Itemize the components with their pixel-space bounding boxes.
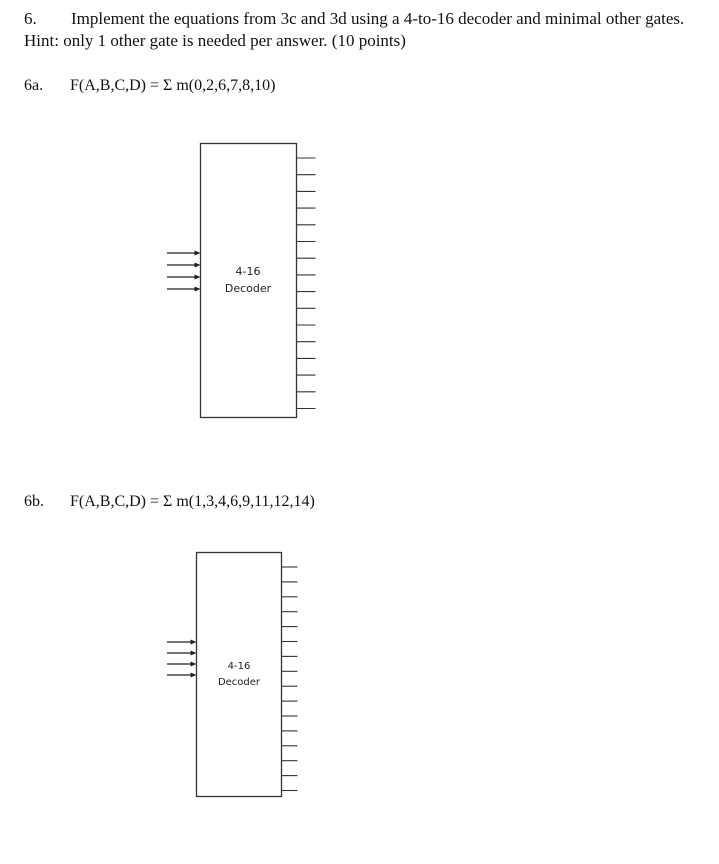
question-number: 6. [24,9,37,28]
input-arrowhead [194,262,201,268]
input-arrowhead [190,672,197,678]
input-arrowhead [194,286,201,292]
part-6a-label: 6a. F(A,B,C,D) = Σ m(0,2,6,7,8,10) [24,76,275,96]
decoder-outputs [296,157,316,410]
question-6: 6.Implement the equations from 3c and 3d… [24,8,704,52]
decoder-subtitle: Decoder [225,282,272,295]
decoder-diagram-6b: 4-16 Decoder [167,551,298,798]
decoder-diagram-6a: 4-16 Decoder [167,142,316,419]
input-arrowhead [190,650,197,656]
decoder-title: 4-16 [236,265,261,278]
input-arrowhead [194,250,201,256]
part-equation: F(A,B,C,D) = Σ m(1,3,4,6,9,11,12,14) [70,493,315,510]
decoder-title: 4-16 [228,661,251,672]
decoder-inputs [167,639,197,678]
input-arrowhead [194,274,201,280]
part-6b-label: 6b. F(A,B,C,D) = Σ m(1,3,4,6,9,11,12,14) [24,492,315,512]
decoder-outputs [281,566,298,792]
input-arrowhead [190,661,197,667]
decoder-box [199,142,298,419]
decoder-inputs [167,250,201,292]
part-number: 6b. [24,493,44,510]
decoder-subtitle: Decoder [218,677,261,688]
input-arrowhead [190,639,197,645]
part-number: 6a. [24,77,44,94]
decoder-box [195,551,283,798]
question-text: Implement the equations from 3c and 3d u… [24,9,685,50]
part-equation: F(A,B,C,D) = Σ m(0,2,6,7,8,10) [70,77,276,94]
